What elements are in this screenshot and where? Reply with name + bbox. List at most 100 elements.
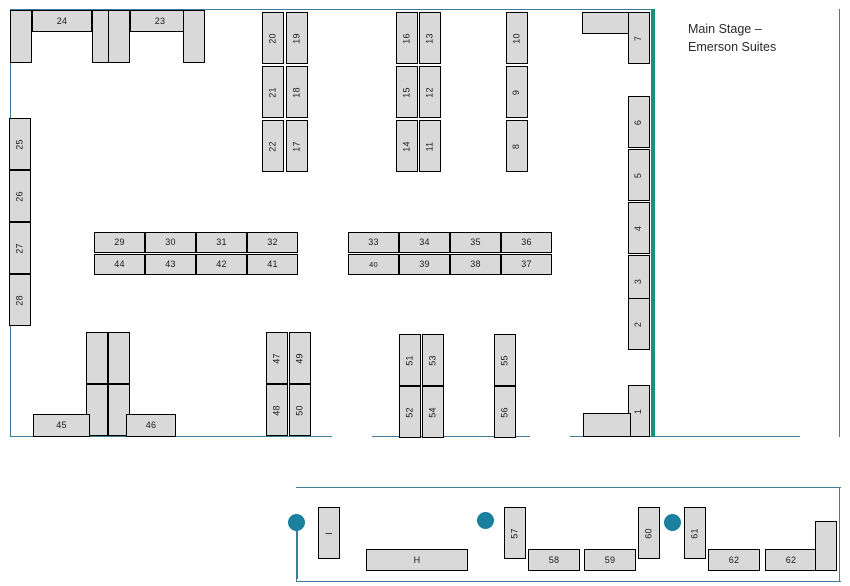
booth-b62c[interactable] xyxy=(815,521,837,571)
booth-52[interactable]: 52 xyxy=(399,386,421,438)
marker-3[interactable] xyxy=(664,514,681,531)
booth-19[interactable]: 19 xyxy=(286,12,308,64)
booth-41[interactable]: 41 xyxy=(247,254,298,275)
booth-label: 54 xyxy=(427,406,438,418)
booth-40[interactable]: 40 xyxy=(348,254,399,275)
booth-53[interactable]: 53 xyxy=(422,334,444,386)
booth-label: 62 xyxy=(728,554,740,565)
marker-2[interactable] xyxy=(477,512,494,529)
booth-label: 60 xyxy=(643,527,654,539)
booth-11[interactable]: 11 xyxy=(419,120,441,172)
booth-I[interactable]: I xyxy=(318,507,340,559)
booth-20[interactable]: 20 xyxy=(262,12,284,64)
booth-4[interactable]: 4 xyxy=(628,202,650,254)
booth-label: 36 xyxy=(521,237,532,247)
booth-label: 19 xyxy=(291,32,302,44)
booth-30[interactable]: 30 xyxy=(145,232,196,253)
booth-label: 51 xyxy=(404,354,415,366)
booth-57[interactable]: 57 xyxy=(504,507,526,559)
booth-label: 43 xyxy=(165,259,176,269)
booth-33[interactable]: 33 xyxy=(348,232,399,253)
booth-42[interactable]: 42 xyxy=(196,254,247,275)
booth-7[interactable]: 7 xyxy=(628,12,650,64)
booth-label: 58 xyxy=(548,554,560,565)
booth-61[interactable]: 61 xyxy=(684,507,706,559)
booth-2[interactable]: 2 xyxy=(628,298,650,350)
booth-b24a[interactable] xyxy=(10,10,32,63)
booth-label: 6 xyxy=(633,119,644,125)
booth-1[interactable]: 1 xyxy=(628,385,650,437)
booth-b46x[interactable] xyxy=(108,332,130,384)
booth-label: 30 xyxy=(165,237,176,247)
main-stage-label: Main Stage – Emerson Suites xyxy=(688,22,777,55)
booth-16[interactable]: 16 xyxy=(396,12,418,64)
booth-54[interactable]: 54 xyxy=(422,386,444,438)
booth-59[interactable]: 59 xyxy=(584,549,636,571)
booth-label: 37 xyxy=(521,259,532,269)
booth-label: 61 xyxy=(689,527,700,539)
booth-47[interactable]: 47 xyxy=(266,332,288,384)
booth-H[interactable]: H xyxy=(366,549,468,571)
booth-27[interactable]: 27 xyxy=(9,222,31,274)
booth-b1a[interactable] xyxy=(583,413,631,437)
booth-10[interactable]: 10 xyxy=(506,12,528,64)
booth-51[interactable]: 51 xyxy=(399,334,421,386)
booth-58[interactable]: 58 xyxy=(528,549,580,571)
booth-49[interactable]: 49 xyxy=(289,332,311,384)
booth-34[interactable]: 34 xyxy=(399,232,450,253)
booth-37[interactable]: 37 xyxy=(501,254,552,275)
booth-b45x[interactable] xyxy=(86,332,108,384)
booth-43[interactable]: 43 xyxy=(145,254,196,275)
booth-60[interactable]: 60 xyxy=(638,507,660,559)
booth-24[interactable]: 24 xyxy=(32,10,92,32)
booth-56[interactable]: 56 xyxy=(494,386,516,438)
booth-b46y[interactable] xyxy=(108,384,130,436)
booth-label: 4 xyxy=(633,225,644,231)
booth-62[interactable]: 62 xyxy=(708,549,760,571)
booth-b7a[interactable] xyxy=(582,12,630,34)
booth-55[interactable]: 55 xyxy=(494,334,516,386)
booth-29[interactable]: 29 xyxy=(94,232,145,253)
booth-5[interactable]: 5 xyxy=(628,149,650,201)
booth-32[interactable]: 32 xyxy=(247,232,298,253)
booth-26[interactable]: 26 xyxy=(9,170,31,222)
booth-21[interactable]: 21 xyxy=(262,66,284,118)
booth-45[interactable]: 45 xyxy=(33,414,90,437)
booth-b23a[interactable] xyxy=(108,10,130,63)
booth-46[interactable]: 46 xyxy=(126,414,176,437)
booth-label: 11 xyxy=(424,141,435,151)
booth-31[interactable]: 31 xyxy=(196,232,247,253)
booth-25[interactable]: 25 xyxy=(9,118,31,170)
stage-partition-wall xyxy=(651,9,655,437)
booth-b45y[interactable] xyxy=(86,384,108,436)
booth-44[interactable]: 44 xyxy=(94,254,145,275)
wall-segment-wall-right-top xyxy=(839,9,841,437)
booth-label: 47 xyxy=(271,352,282,364)
booth-38[interactable]: 38 xyxy=(450,254,501,275)
booth-50[interactable]: 50 xyxy=(289,384,311,436)
booth-23[interactable]: 23 xyxy=(130,10,190,32)
booth-b23b[interactable] xyxy=(183,10,205,63)
booth-label: 39 xyxy=(419,259,430,269)
booth-14[interactable]: 14 xyxy=(396,120,418,172)
booth-48[interactable]: 48 xyxy=(266,384,288,436)
booth-9[interactable]: 9 xyxy=(506,66,528,118)
booth-8[interactable]: 8 xyxy=(506,120,528,172)
booth-22[interactable]: 22 xyxy=(262,120,284,172)
booth-15[interactable]: 15 xyxy=(396,66,418,118)
booth-17[interactable]: 17 xyxy=(286,120,308,172)
booth-label: 20 xyxy=(267,32,278,44)
booth-39[interactable]: 39 xyxy=(399,254,450,275)
booth-62[interactable]: 62 xyxy=(765,549,817,571)
marker-1[interactable] xyxy=(288,514,305,531)
booth-label: 5 xyxy=(633,172,644,178)
booth-28[interactable]: 28 xyxy=(9,274,31,326)
booth-18[interactable]: 18 xyxy=(286,66,308,118)
booth-12[interactable]: 12 xyxy=(419,66,441,118)
booth-35[interactable]: 35 xyxy=(450,232,501,253)
booth-36[interactable]: 36 xyxy=(501,232,552,253)
booth-6[interactable]: 6 xyxy=(628,96,650,148)
booth-13[interactable]: 13 xyxy=(419,12,441,64)
wall-segment-wall-right-bottom xyxy=(839,487,841,582)
